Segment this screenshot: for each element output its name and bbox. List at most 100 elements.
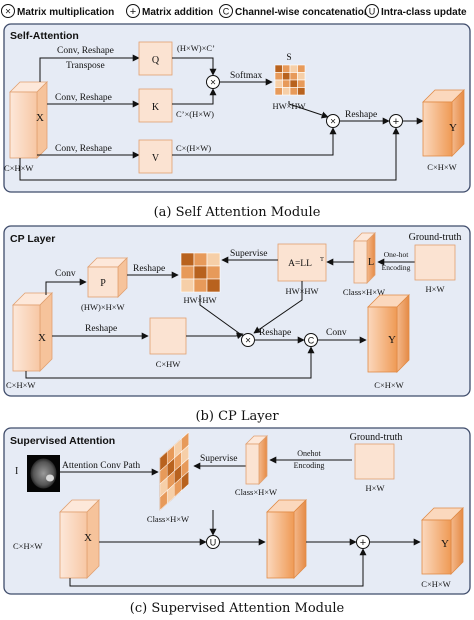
panel-b-x-dim: C×H×W — [6, 380, 35, 390]
gridB-cell — [193, 265, 208, 280]
panel-cp-layer: CP Layer X C×H×W Conv P (HW)×H×W Reshape… — [3, 225, 471, 397]
panel-c-title: Supervised Attention — [10, 435, 115, 447]
panel-c-x-label: X — [84, 532, 92, 544]
gridB-cell — [206, 252, 221, 267]
gridA-cell — [297, 64, 306, 73]
gridA-cell — [297, 72, 306, 81]
panel-b-concat-symbol: C — [308, 336, 315, 346]
panel-a-v-label: V — [152, 153, 160, 164]
panel-c-arrow-residual — [69, 548, 367, 587]
panel-a-background — [3, 23, 471, 193]
panel-b-l-label: L — [368, 257, 374, 268]
gridA-cell — [282, 87, 291, 96]
gridA-cell — [274, 64, 283, 73]
panel-b-y-dim: C×H×W — [374, 380, 403, 390]
panel-c-class-dim-1: Class×H×W — [147, 514, 189, 524]
panel-a-k-label: K — [152, 102, 160, 113]
panel-b-conv-label: Conv — [55, 269, 76, 279]
panel-b-p-tensor — [87, 257, 128, 298]
panel-c-caption: (c) Supervised Attention Module — [130, 601, 345, 616]
panel-a-arrow-residual — [19, 127, 400, 181]
panel-a-conv-reshape-k: Conv, Reshape — [55, 93, 112, 103]
panel-b-onehot-1: One-hot — [384, 250, 409, 259]
gridA-cell — [274, 79, 283, 88]
panel-b-conv-2: Conv — [326, 328, 347, 338]
panel-a-s-label: S — [286, 53, 291, 63]
gridA-cell — [282, 79, 291, 88]
panel-c-supervise: Supervise — [200, 454, 237, 464]
panel-a-y-tensor — [422, 89, 465, 157]
panel-a-v-box — [138, 139, 173, 174]
panel-b-gt-box — [414, 244, 456, 281]
panel-b-l-dim: Class×H×W — [343, 287, 385, 297]
gridA-cell — [274, 87, 283, 96]
gridA-cell — [289, 79, 298, 88]
panel-b-caption: (b) CP Layer — [195, 409, 279, 424]
panel-a-arrow-k-mult — [172, 88, 217, 105]
panel-c-gt-dim: H×W — [366, 483, 385, 493]
gridB-cell — [180, 278, 195, 293]
panel-a-multiply-1-symbol: × — [210, 78, 216, 89]
panel-b-multiply-icon — [241, 333, 255, 347]
gridA-cell — [289, 64, 298, 73]
panel-a-softmax: Softmax — [230, 70, 262, 81]
legend: × Matrix multiplication + Matrix additio… — [1, 4, 467, 18]
panel-b-arrow-conv — [45, 278, 87, 295]
panel-c-class-stack — [159, 431, 189, 511]
gridA-cell — [297, 79, 306, 88]
panel-b-x-tensor — [12, 292, 53, 372]
gridA-cell — [282, 72, 291, 81]
panel-a-transpose: Transpose — [66, 61, 105, 71]
gridA-cell — [282, 64, 291, 73]
panel-a-s-matrix — [274, 64, 306, 96]
panel-b-multiply-symbol: × — [245, 336, 251, 347]
gridB-cell — [193, 278, 208, 293]
panel-b-supervise: Supervise — [230, 249, 267, 259]
panel-a-conv-reshape-q: Conv, Reshape — [57, 46, 114, 56]
panel-a-s-dim: HW×HW — [272, 101, 305, 111]
gridB-cell — [193, 252, 208, 267]
panel-b-p-dim: (HW)×H×W — [81, 302, 125, 312]
panel-a-caption: (a) Self Attention Module — [154, 205, 321, 220]
panel-a-add-symbol: + — [393, 116, 399, 128]
panel-supervised-attention: Supervised Attention I Attention Conv Pa… — [3, 427, 471, 595]
legend-addition-icon: + — [130, 6, 136, 18]
panel-b-y-label: Y — [388, 334, 396, 346]
panel-c-update-icon — [206, 535, 220, 549]
panel-c-add-symbol: + — [360, 537, 366, 549]
panel-b-reshape-3: Reshape — [259, 328, 291, 338]
panel-b-title: CP Layer — [10, 233, 55, 245]
legend-update: U Intra-class update — [365, 4, 467, 18]
legend-multiply: × Matrix multiplication — [1, 4, 114, 18]
legend-multiply-label: Matrix multiplication — [17, 7, 114, 18]
panel-b-onehot-2: Encoding — [382, 263, 411, 272]
gridA-cell — [289, 87, 298, 96]
panel-c-y-tensor — [421, 507, 464, 575]
legend-concat-label: Channel-wise concatenation — [235, 7, 370, 18]
gridB-cell — [206, 265, 221, 280]
panel-a-multiply-1-icon — [206, 75, 220, 89]
legend-addition-label: Matrix addition — [142, 7, 213, 18]
panel-c-gt-box — [354, 443, 395, 480]
gridA-cell — [289, 72, 298, 81]
panel-a-v-dim: C×(H×W) — [176, 143, 211, 153]
panel-c-gt-label: Ground-truth — [350, 432, 403, 443]
panel-b-p-label: P — [100, 278, 106, 289]
gridB-cell — [206, 278, 221, 293]
panel-c-onehot-2: Encoding — [294, 461, 325, 470]
legend-update-label: Intra-class update — [381, 7, 467, 18]
panel-c-y-dim: C×H×W — [421, 579, 450, 589]
panel-c-class-dim-2: Class×H×W — [235, 487, 277, 497]
panel-c-mid-tensor — [266, 499, 307, 579]
legend-addition: + Matrix addition — [126, 4, 213, 18]
panel-a-x-dim: C×H×W — [4, 163, 33, 173]
panel-a-y-dim: C×H×W — [427, 162, 456, 172]
panel-b-reshape-2: Reshape — [85, 324, 117, 334]
panel-b-hw-matrix — [180, 252, 221, 293]
gridA-cell — [297, 87, 306, 96]
panel-a-x-tensor — [9, 81, 48, 159]
panel-c-y-label: Y — [441, 538, 449, 550]
panel-a-multiply-2-symbol: × — [330, 117, 336, 128]
panel-b-arrow-a-mult — [253, 281, 303, 334]
